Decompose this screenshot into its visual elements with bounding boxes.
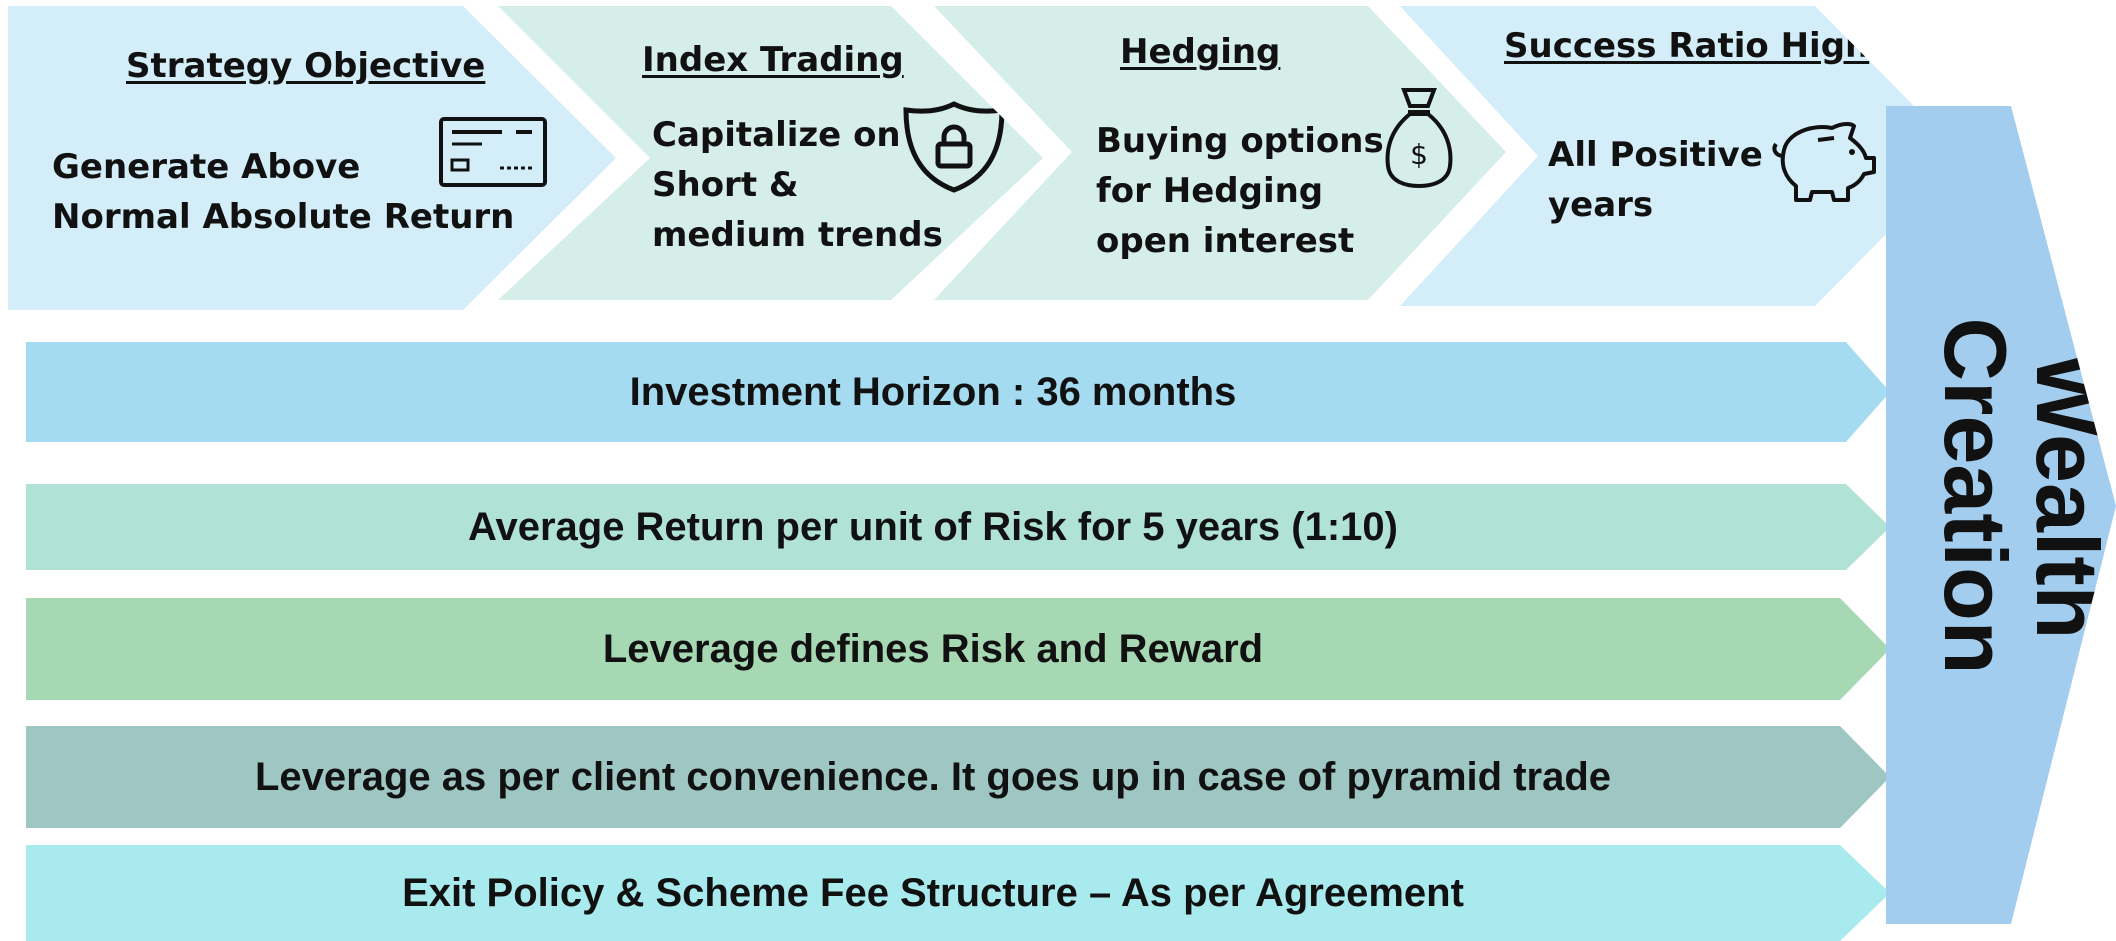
bar-leverage-risk: Leverage defines Risk and Reward: [26, 598, 1890, 700]
chevron-line: years: [1548, 185, 1654, 225]
bar-text: Leverage as per client convenience. It g…: [254, 754, 1612, 799]
svg-text:$: $: [1410, 138, 1428, 171]
chevron-line: open interest: [1096, 221, 1355, 261]
wealth-line: Wealth: [2018, 352, 2116, 640]
chevron-text: All Positive years: [1548, 130, 1763, 230]
chevron-title: Strategy Objective: [126, 46, 486, 86]
shield-lock-icon: [903, 101, 1005, 193]
chevron-line: Short &: [652, 165, 799, 205]
chevron-line: for Hedging: [1096, 171, 1324, 211]
chevron-line: medium trends: [652, 215, 943, 255]
money-bag-icon: $: [1385, 88, 1453, 189]
chevron-line: Normal Absolute Return: [52, 197, 515, 237]
bar-exit-policy: Exit Policy & Scheme Fee Structure – As …: [26, 845, 1890, 941]
chevron-title: Hedging: [1120, 32, 1281, 72]
piggy-bank-icon: [1772, 122, 1876, 202]
chevron-title: Success Ratio High: [1504, 26, 1870, 66]
chevron-strategy-objective: Strategy Objective Generate Above Normal…: [8, 6, 616, 310]
chevron-text: Generate Above Normal Absolute Return: [52, 142, 514, 242]
creation-line: Creation: [1926, 317, 2025, 675]
bar-text: Average Return per unit of Risk for 5 ye…: [468, 504, 1398, 549]
chevron-text: Capitalize on Short & medium trends: [652, 110, 943, 260]
bar-average-return: Average Return per unit of Risk for 5 ye…: [26, 484, 1890, 570]
wealth-creation-arrow: Wealth Creation: [1886, 106, 2116, 924]
chevron-line: Buying options: [1096, 121, 1384, 161]
chevron-text: Buying options for Hedging open interest: [1096, 116, 1384, 266]
chevron-line: All Positive: [1548, 135, 1763, 175]
bar-leverage-client: Leverage as per client convenience. It g…: [26, 726, 1890, 828]
bar-text: Leverage defines Risk and Reward: [602, 626, 1264, 671]
chevron-line: Capitalize on: [652, 115, 901, 155]
bar-investment-horizon: Investment Horizon : 36 months: [26, 342, 1890, 442]
chevron-title: Index Trading: [642, 40, 904, 80]
bar-text: Exit Policy & Scheme Fee Structure – As …: [402, 870, 1464, 915]
bar-text: Investment Horizon : 36 months: [629, 369, 1237, 414]
credit-card-icon: [439, 117, 547, 187]
wealth-creation-label: Wealth Creation: [1926, 317, 2116, 675]
chevron-line: Generate Above: [52, 147, 361, 187]
